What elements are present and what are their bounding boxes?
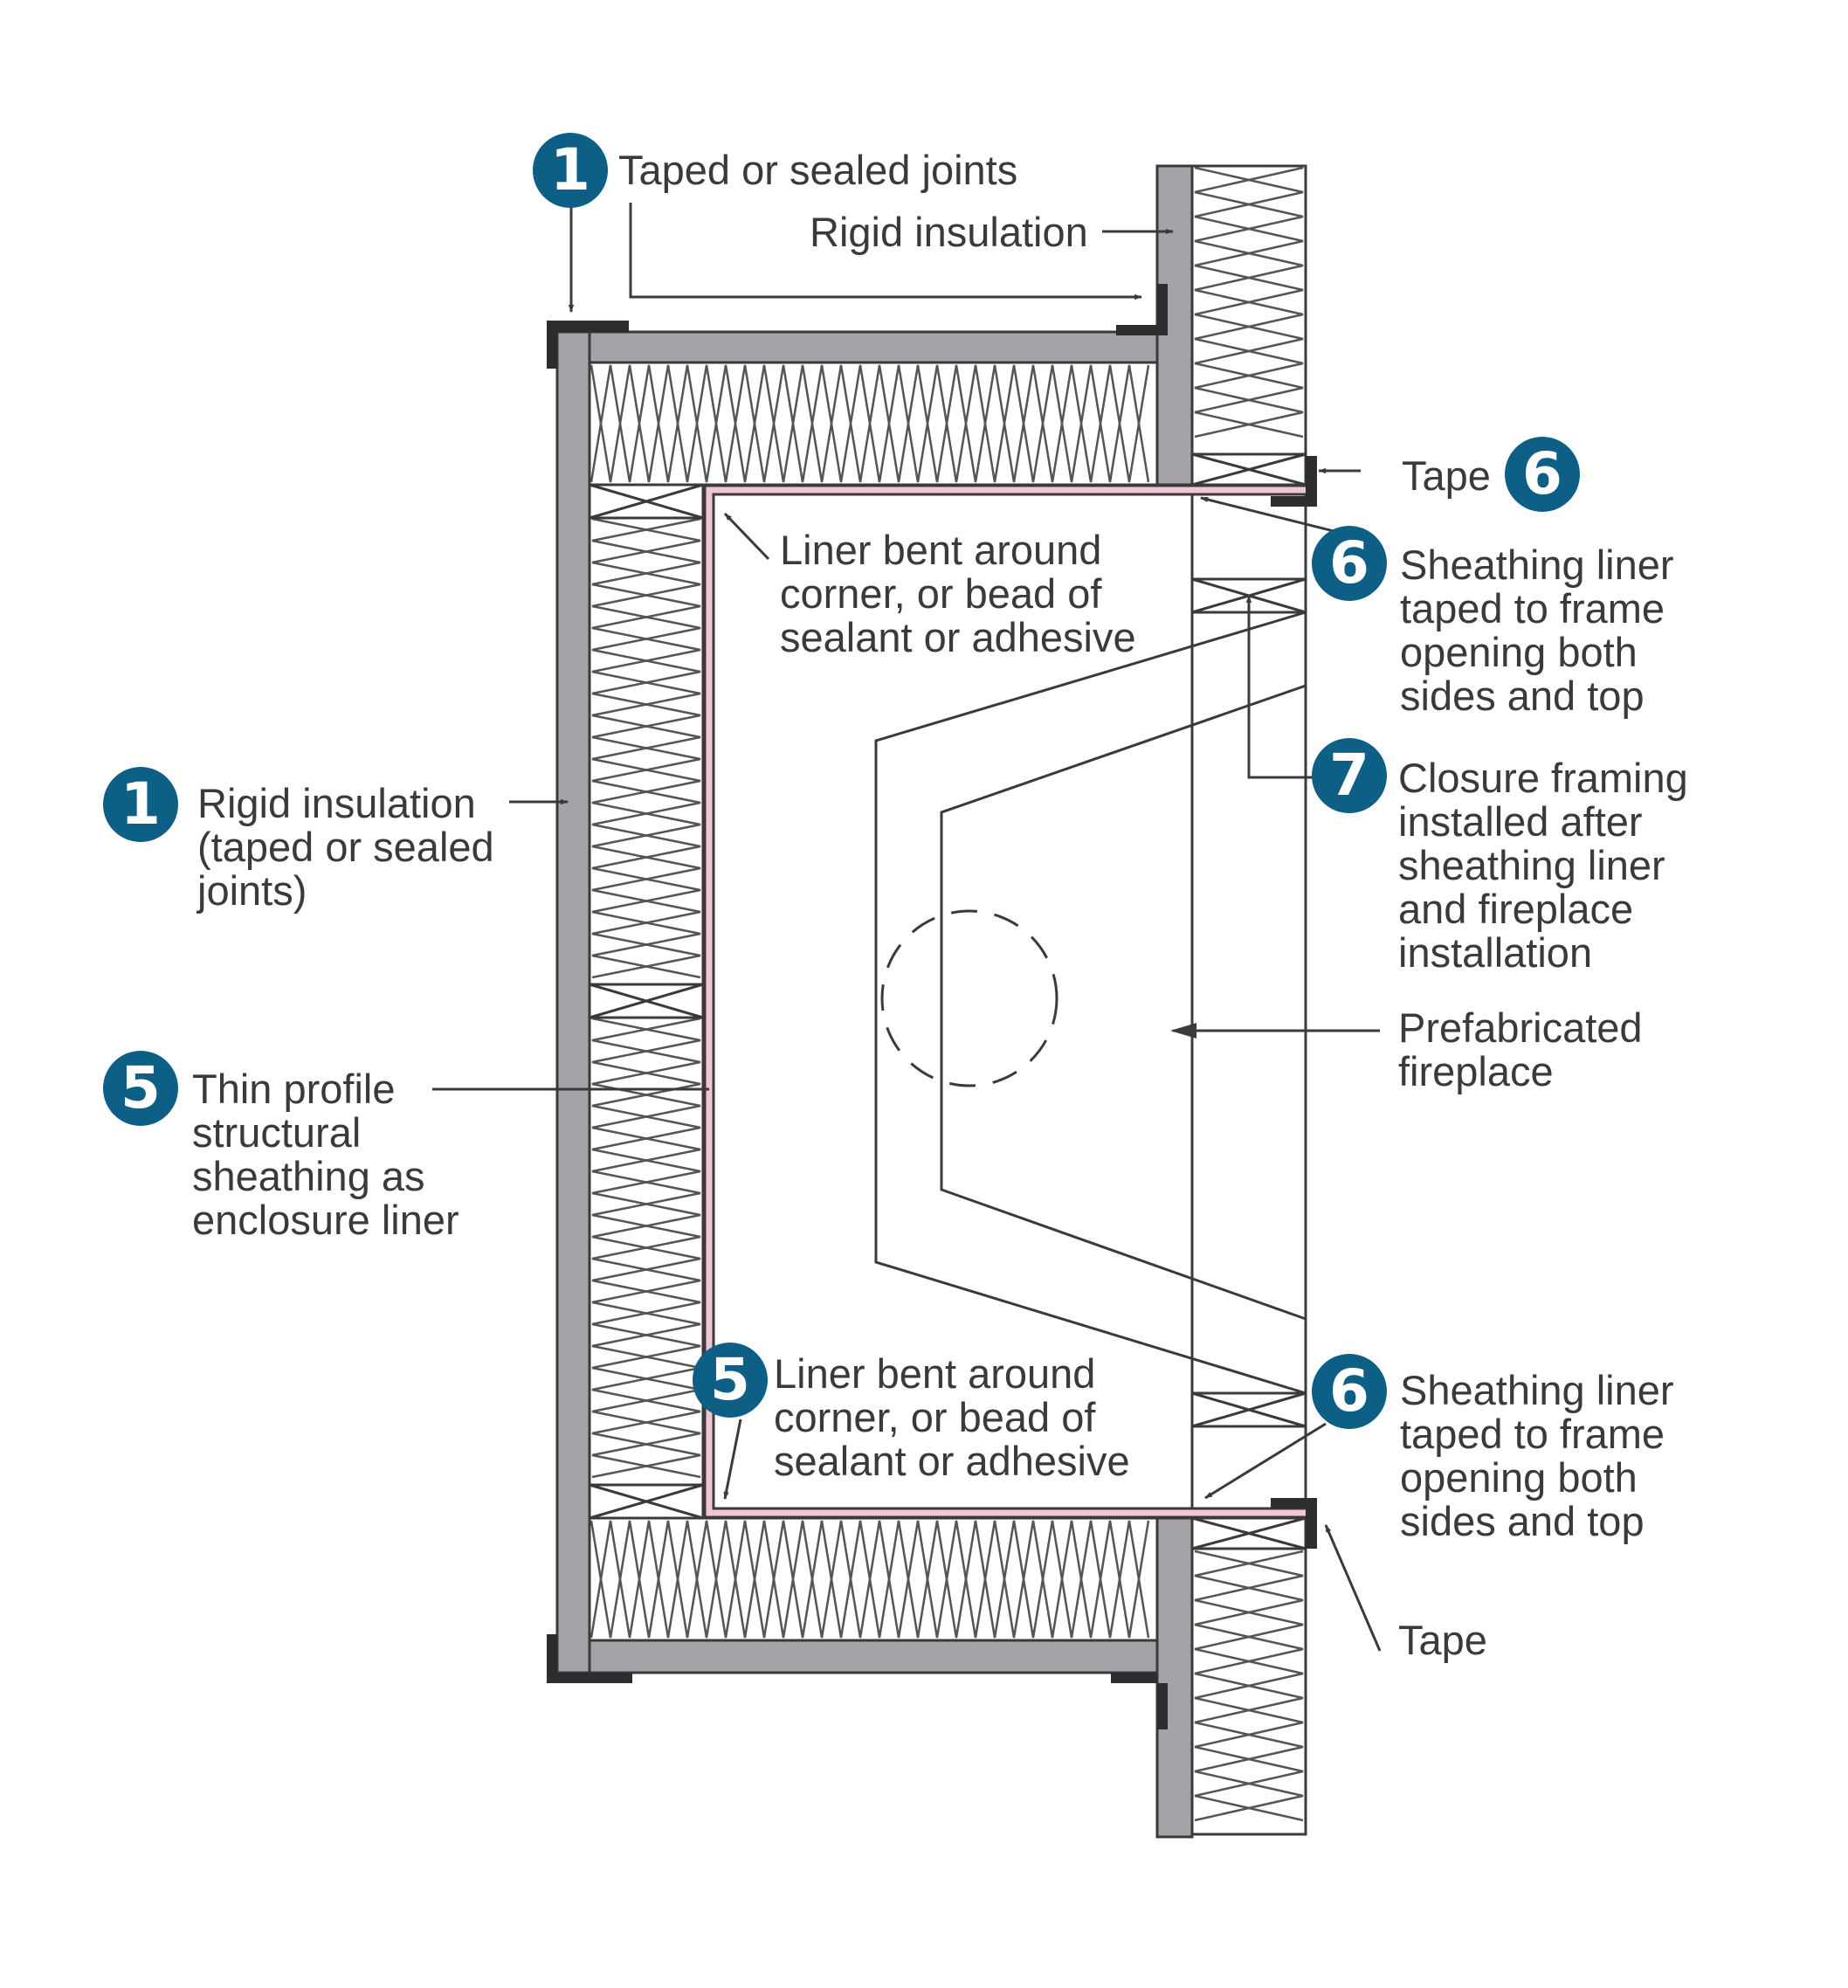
callout-badge-7: 7 xyxy=(1312,738,1387,813)
label-thin-profile-sheathing: Thin profile structural sheathing as enc… xyxy=(192,1066,459,1243)
label-rigid-insulation-top: Rigid insulation xyxy=(810,209,1088,255)
callout-badge-6-bottom: 6 xyxy=(1312,1354,1387,1429)
sheathing-liner xyxy=(703,484,1306,1519)
closure-framing xyxy=(1190,577,1307,1428)
leader-lines xyxy=(432,203,1382,1652)
callout-badge-5-left: 5 xyxy=(103,1051,178,1126)
wall-insulation xyxy=(1190,164,1307,1836)
label-taped-or-sealed-joints: Taped or sealed joints xyxy=(618,147,1018,193)
framing-blocks xyxy=(588,452,1307,1550)
label-liner-bent-bottom: Liner bent around corner, or bead of sea… xyxy=(774,1350,1130,1484)
rigid-insulation-boards xyxy=(555,164,1194,1839)
label-liner-bent-top: Liner bent around corner, or bead of sea… xyxy=(780,527,1136,660)
fireplace-unit xyxy=(874,611,1307,1395)
callout-badge-6-tape: 6 xyxy=(1505,437,1580,512)
callout-badge-1-top: 1 xyxy=(533,133,608,208)
label-tape-bottom: Tape xyxy=(1398,1617,1487,1663)
label-tape-top: Tape xyxy=(1402,452,1491,499)
label-rigid-insulation-left: Rigid insulation (taped or sealed joints… xyxy=(197,780,494,914)
callout-badge-6-top: 6 xyxy=(1312,526,1387,601)
label-sheathing-liner-top: Sheathing liner taped to frame opening b… xyxy=(1400,542,1674,719)
tape-marks xyxy=(547,284,1317,1729)
label-prefabricated-fireplace: Prefabricated fireplace xyxy=(1398,1004,1643,1094)
callout-badge-1-left: 1 xyxy=(103,767,178,842)
label-sheathing-liner-bottom: Sheathing liner taped to frame opening b… xyxy=(1400,1367,1674,1544)
label-closure-framing: Closure framing installed after sheathin… xyxy=(1398,755,1688,976)
callout-badge-5-bottom: 5 xyxy=(693,1343,768,1418)
